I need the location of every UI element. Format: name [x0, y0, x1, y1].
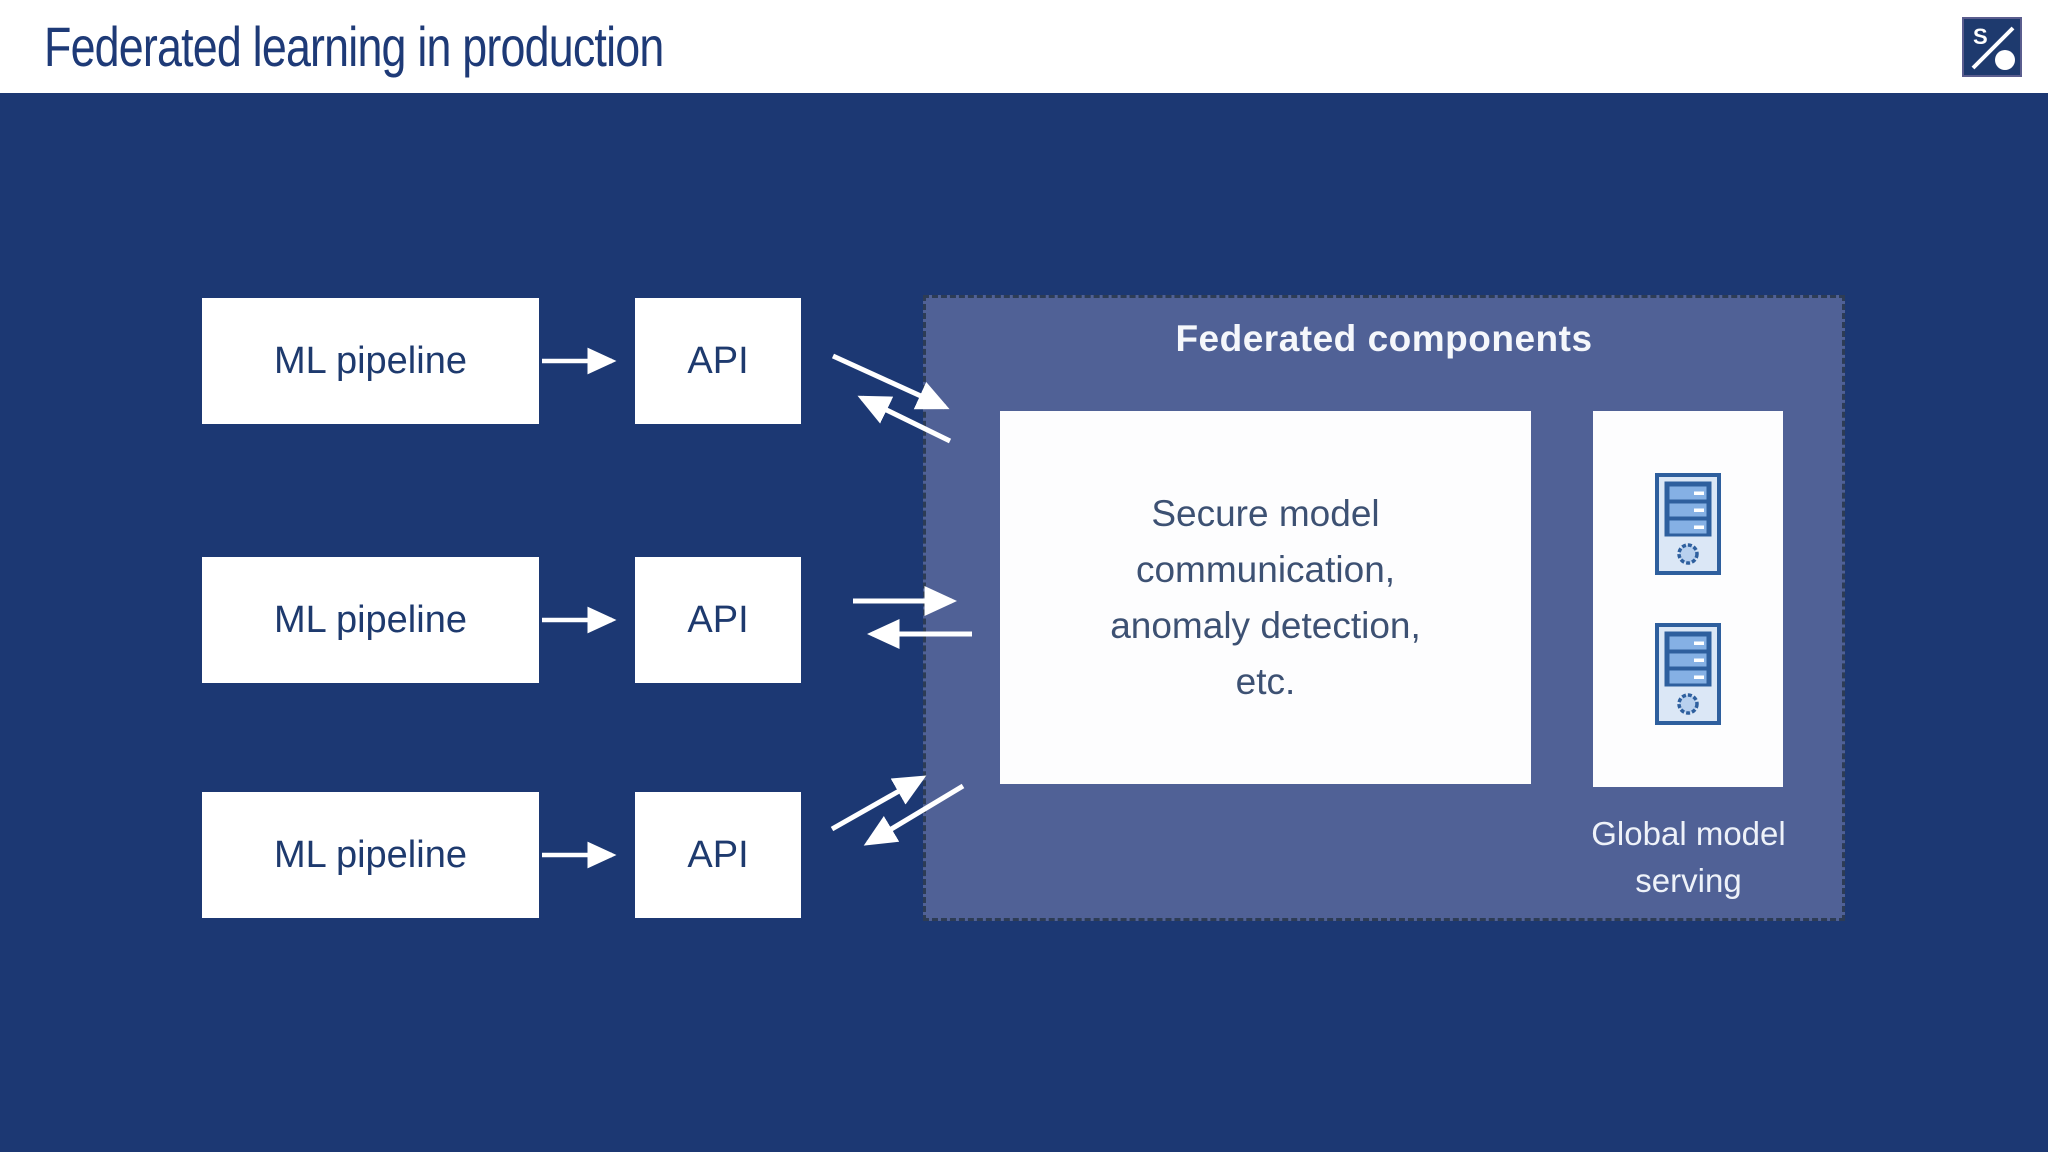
- api-label: API: [687, 598, 749, 641]
- ml-pipeline-label: ML pipeline: [274, 598, 467, 641]
- secure-box-line: communication,: [1135, 548, 1396, 590]
- company-logo-icon: S: [1962, 17, 2022, 77]
- federated-panel-title: Federated components: [1175, 318, 1593, 359]
- ml-pipeline-box-2: ML pipeline: [202, 557, 539, 683]
- global-model-serving-box: [1593, 411, 1783, 787]
- ml-pipeline-label: ML pipeline: [274, 833, 467, 876]
- api-box-3: API: [635, 792, 801, 918]
- ml-pipeline-label: ML pipeline: [274, 339, 467, 382]
- global-model-serving-label: Global model serving: [1556, 810, 1821, 904]
- secure-box-line: anomaly detection,: [1110, 604, 1421, 646]
- api-box-1: API: [635, 298, 801, 424]
- api-label: API: [687, 833, 749, 876]
- ml-pipeline-box-1: ML pipeline: [202, 298, 539, 424]
- server-icon: [1655, 623, 1721, 725]
- secure-box-line: Secure model: [1151, 492, 1380, 534]
- secure-model-box: Secure model communication, anomaly dete…: [1000, 411, 1531, 784]
- logo-letter: S: [1973, 24, 1988, 49]
- serving-label-line: serving: [1635, 862, 1742, 899]
- api-label: API: [687, 339, 749, 382]
- server-icon: [1655, 473, 1721, 575]
- serving-label-line: Global model: [1591, 815, 1786, 852]
- page-title: Federated learning in production: [44, 15, 664, 78]
- arrow-api3-to-fed: [830, 775, 927, 832]
- secure-box-line: etc.: [1235, 660, 1296, 702]
- header-bar: Federated learning in production S: [0, 0, 2048, 93]
- ml-pipeline-box-3: ML pipeline: [202, 792, 539, 918]
- federated-components-panel: Federated components Secure model commun…: [923, 295, 1845, 921]
- api-box-2: API: [635, 557, 801, 683]
